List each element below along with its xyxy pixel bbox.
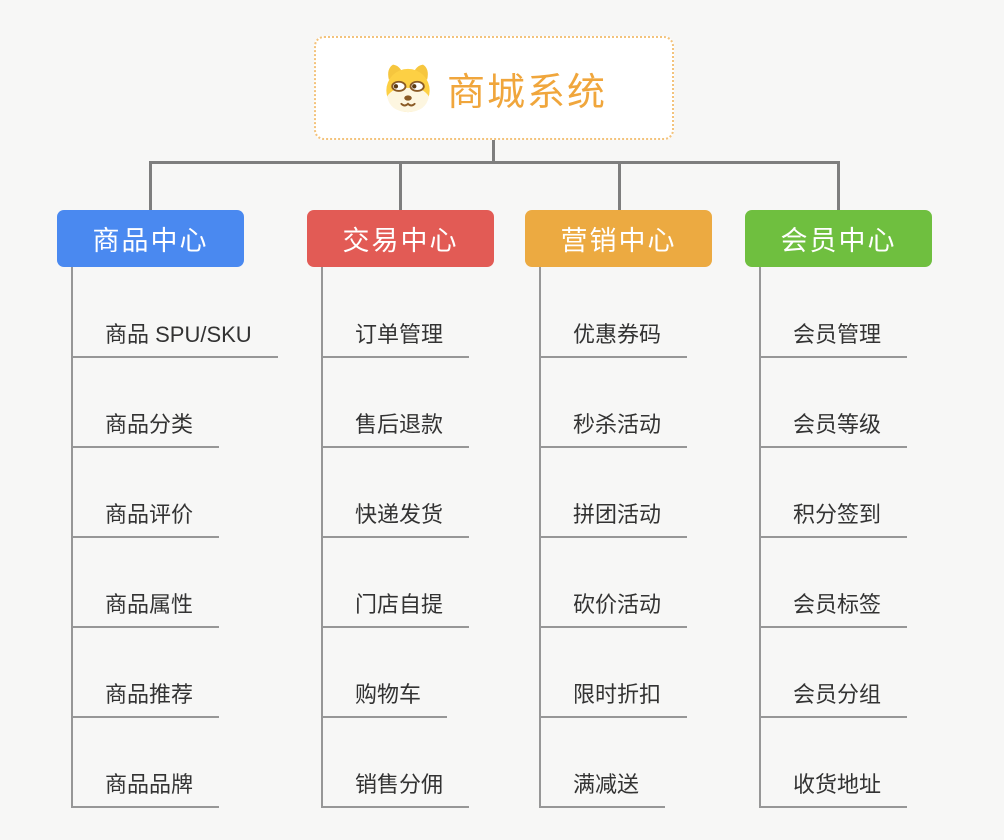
branch-topic-marketing-center[interactable]: 营销中心 <box>525 210 712 267</box>
subtopic[interactable]: 满减送 <box>539 770 666 808</box>
subtopic-column-marketing: 优惠券码 秒杀活动 拼团活动 砍价活动 限时折扣 满减送 <box>539 267 688 808</box>
dog-face-icon <box>386 64 430 113</box>
subtopic-column-member: 会员管理 会员等级 积分签到 会员标签 会员分组 收货地址 <box>759 267 908 808</box>
subtopic[interactable]: 会员管理 <box>759 320 908 358</box>
subtopic[interactable]: 会员标签 <box>759 590 908 628</box>
subtopic[interactable]: 销售分佣 <box>321 770 470 808</box>
subtopic[interactable]: 商品品牌 <box>71 770 220 808</box>
connector-root-stem <box>492 139 495 164</box>
subtopic[interactable]: 会员分组 <box>759 680 908 718</box>
connector-drop-trade <box>399 161 402 211</box>
connector-cross-bar <box>149 161 840 164</box>
subtopic[interactable]: 拼团活动 <box>539 500 688 538</box>
branch-topic-member-center[interactable]: 会员中心 <box>745 210 932 267</box>
subtopic[interactable]: 积分签到 <box>759 500 908 538</box>
subtopic[interactable]: 秒杀活动 <box>539 410 688 448</box>
subtopic[interactable]: 商品 SPU/SKU <box>71 320 278 358</box>
subtopic-column-trade: 订单管理 售后退款 快递发货 门店自提 购物车 销售分佣 <box>321 267 470 808</box>
subtopic[interactable]: 购物车 <box>321 680 448 718</box>
subtopic[interactable]: 商品评价 <box>71 500 220 538</box>
subtopic[interactable]: 商品推荐 <box>71 680 220 718</box>
subtopic[interactable]: 限时折扣 <box>539 680 688 718</box>
subtopic[interactable]: 优惠券码 <box>539 320 688 358</box>
subtopic[interactable]: 砍价活动 <box>539 590 688 628</box>
connector-drop-member <box>837 161 840 211</box>
subtopic[interactable]: 收货地址 <box>759 770 908 808</box>
subtopic-column-product: 商品 SPU/SKU 商品分类 商品评价 商品属性 商品推荐 商品品牌 <box>71 267 278 808</box>
subtopic[interactable]: 商品属性 <box>71 590 220 628</box>
branch-topic-trade-center[interactable]: 交易中心 <box>307 210 494 267</box>
subtopic[interactable]: 门店自提 <box>321 590 470 628</box>
branch-topic-product-center[interactable]: 商品中心 <box>57 210 244 267</box>
subtopic[interactable]: 订单管理 <box>321 320 470 358</box>
root-topic[interactable]: 商城系统 <box>314 36 674 140</box>
connector-drop-marketing <box>618 161 621 211</box>
connector-drop-product <box>149 161 152 211</box>
subtopic[interactable]: 会员等级 <box>759 410 908 448</box>
subtopic[interactable]: 快递发货 <box>321 500 470 538</box>
subtopic[interactable]: 售后退款 <box>321 410 470 448</box>
subtopic[interactable]: 商品分类 <box>71 410 220 448</box>
root-title: 商城系统 <box>446 71 607 114</box>
